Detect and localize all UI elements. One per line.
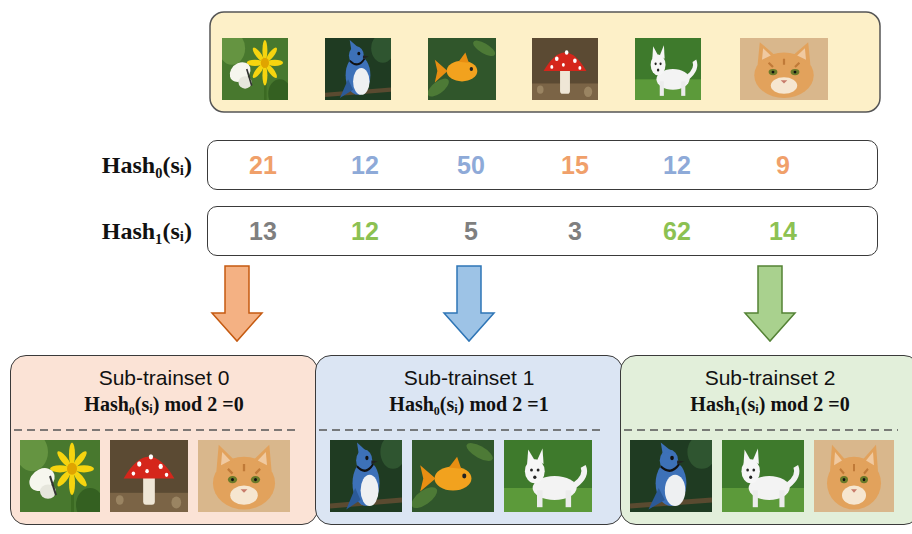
subset-rule: Hash₁(sᵢ) mod 2 =0 bbox=[621, 391, 912, 417]
dashed-divider bbox=[319, 429, 601, 431]
hash-value: 13 bbox=[249, 217, 277, 246]
image-panel bbox=[210, 12, 880, 112]
hash-value: 12 bbox=[663, 151, 691, 180]
dog-image bbox=[722, 440, 804, 512]
dashed-divider bbox=[14, 429, 296, 431]
mushroom-image bbox=[532, 38, 598, 100]
hash-value: 3 bbox=[568, 217, 582, 246]
subset-title: Sub-trainset 2 bbox=[621, 365, 912, 391]
dog-image bbox=[635, 38, 701, 100]
hash-value: 50 bbox=[457, 151, 485, 180]
subset-title: Sub-trainset 0 bbox=[11, 365, 317, 391]
subset-title: Sub-trainset 1 bbox=[316, 365, 622, 391]
hash-value: 15 bbox=[561, 151, 589, 180]
bird-image bbox=[330, 435, 406, 512]
hash-value: 5 bbox=[464, 217, 478, 246]
hash-value: 14 bbox=[769, 217, 797, 246]
subset-box: Sub-trainset 2Hash₁(sᵢ) mod 2 =0 bbox=[620, 355, 912, 525]
cat-image bbox=[814, 440, 894, 512]
subset-rule: Hash₀(sᵢ) mod 2 =0 bbox=[11, 391, 317, 417]
subset-box: Sub-trainset 1Hash₀(sᵢ) mod 2 =1 bbox=[315, 355, 623, 525]
fish-image bbox=[425, 38, 496, 101]
cat-image bbox=[740, 38, 828, 100]
block-arrow bbox=[212, 266, 262, 341]
bird-image bbox=[630, 435, 716, 512]
row-label: Hash₀(sᵢ) bbox=[102, 152, 192, 179]
cat-image bbox=[198, 440, 290, 512]
butterfly-image bbox=[16, 433, 104, 522]
subset-box: Sub-trainset 0Hash₀(sᵢ) mod 2 =0 bbox=[10, 355, 318, 525]
hash-row: Hash₀(sᵢ)21125015129 bbox=[207, 140, 878, 190]
butterfly-image bbox=[219, 32, 292, 108]
hash-value: 9 bbox=[776, 151, 790, 180]
fish-image bbox=[409, 439, 495, 512]
row-label: Hash₁(sᵢ) bbox=[102, 218, 192, 245]
hash-value: 62 bbox=[663, 217, 691, 246]
dog-image bbox=[504, 440, 592, 512]
dashed-divider bbox=[624, 429, 898, 431]
hash-value: 21 bbox=[249, 151, 277, 180]
hash-value: 12 bbox=[351, 151, 379, 180]
block-arrow bbox=[745, 266, 795, 341]
bird-image bbox=[325, 34, 394, 100]
mushroom-image bbox=[110, 440, 188, 512]
hash-row: Hash₁(sᵢ)1312536214 bbox=[207, 206, 878, 256]
hash-value: 12 bbox=[351, 217, 379, 246]
block-arrow bbox=[444, 266, 494, 341]
subset-rule: Hash₀(sᵢ) mod 2 =1 bbox=[316, 391, 622, 417]
